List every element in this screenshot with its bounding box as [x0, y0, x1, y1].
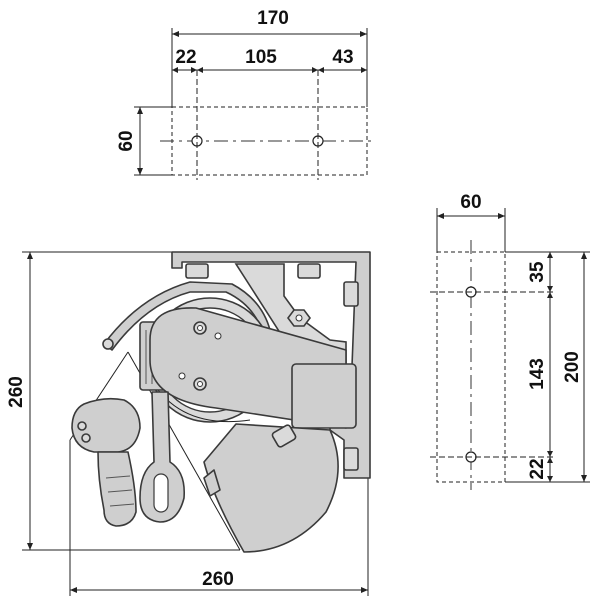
small-bolt: [271, 424, 297, 448]
bracket-tab-mid: [297, 263, 321, 279]
dim-left-offset: 22: [175, 47, 196, 68]
dim-side-width: 60: [460, 192, 481, 213]
dim-main-width: 260: [202, 569, 234, 590]
dim-hole-spacing: 105: [245, 47, 277, 68]
side-plate-view: 60 35 143 22 200: [430, 192, 590, 490]
lever-handle: [139, 391, 186, 523]
left-handle-shaft: [97, 451, 137, 527]
dim-plate-height: 60: [116, 130, 137, 151]
dim-bottom-offset: 22: [527, 458, 548, 479]
dim-side-hole-spacing: 143: [527, 358, 548, 390]
dim-main-height: 260: [6, 376, 27, 408]
arm-end-block: [291, 363, 357, 429]
bracket-tab-top: [185, 263, 209, 279]
bracket-bolt-lower: [343, 447, 359, 471]
dim-right-offset: 43: [332, 47, 353, 68]
dim-side-height: 200: [562, 351, 583, 383]
counterweight-segment: [203, 423, 339, 553]
top-plate-view: 170 22 105 43 60: [116, 8, 375, 180]
dim-top-offset: 35: [527, 261, 548, 283]
bracket-bolt-right: [343, 281, 359, 307]
counterweight-tab: [203, 469, 221, 497]
side-plate-outline: [436, 251, 506, 483]
lever-slot: [153, 473, 169, 513]
main-mechanism-view: 260 260: [6, 251, 371, 596]
dim-overall-width: 170: [257, 8, 289, 29]
